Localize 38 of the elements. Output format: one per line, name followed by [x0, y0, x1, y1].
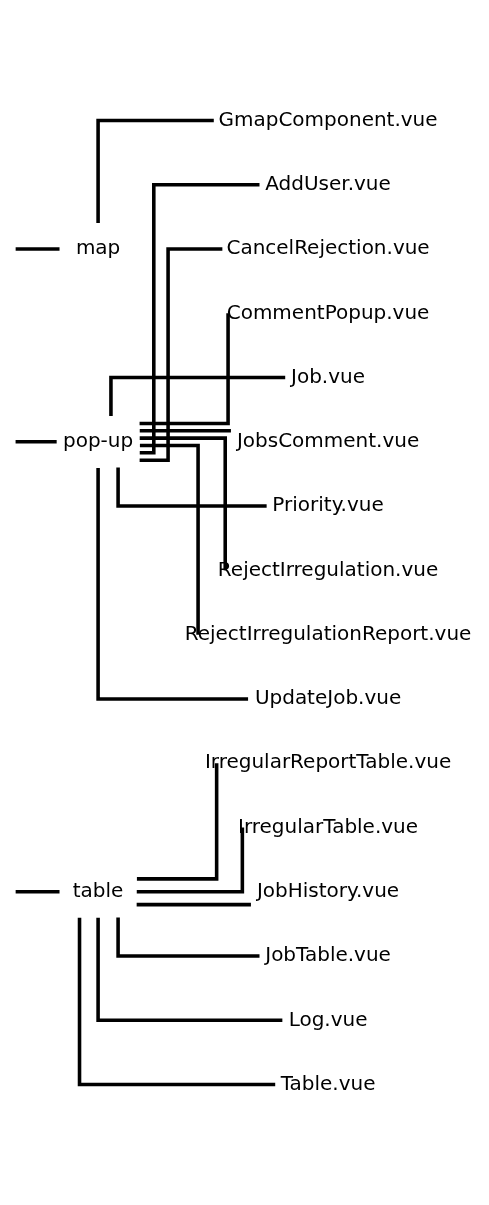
node-text: AddUser.vue: [265, 170, 391, 195]
node-text: UpdateJob.vue: [254, 685, 402, 710]
node-text: IrregularReportTable.vue: [204, 749, 452, 774]
node-text: GmapComponent.vue: [218, 106, 438, 131]
connector: [96, 118, 214, 223]
node-text: JobsComment.vue: [236, 428, 420, 453]
node-text: map: [75, 235, 121, 260]
connector: [15, 440, 57, 444]
node-text: Table.vue: [280, 1070, 376, 1095]
node-text: pop-up: [63, 428, 134, 453]
connector: [15, 889, 60, 894]
node-text: Priority.vue: [272, 492, 384, 517]
connector: [139, 313, 230, 426]
connector: [116, 467, 267, 508]
connector: [139, 429, 231, 433]
connector: [139, 247, 223, 462]
connector: [136, 827, 245, 894]
node-text: CancelRejection.vue: [226, 235, 430, 260]
node-text: Job.vue: [291, 363, 366, 388]
connector: [77, 917, 276, 1087]
node-text: JobHistory.vue: [256, 878, 400, 903]
connector: [96, 467, 249, 701]
connector: [139, 443, 200, 635]
node-text: table: [72, 878, 124, 903]
connector: [136, 902, 251, 907]
connector: [139, 182, 260, 455]
node-text: RejectIrregulation.vue: [217, 556, 439, 581]
node-text: IrregularTable.vue: [238, 813, 419, 838]
node-text: JobTable.vue: [265, 942, 391, 967]
connector: [15, 247, 60, 251]
node-text: Log.vue: [288, 1006, 368, 1031]
connector: [116, 917, 260, 958]
connector: [139, 436, 227, 571]
node-text: CommentPopup.vue: [226, 299, 430, 324]
node-text: RejectIrregulationReport.vue: [184, 620, 472, 645]
connector: [109, 375, 286, 417]
connector: [136, 763, 219, 881]
connector: [96, 917, 283, 1023]
